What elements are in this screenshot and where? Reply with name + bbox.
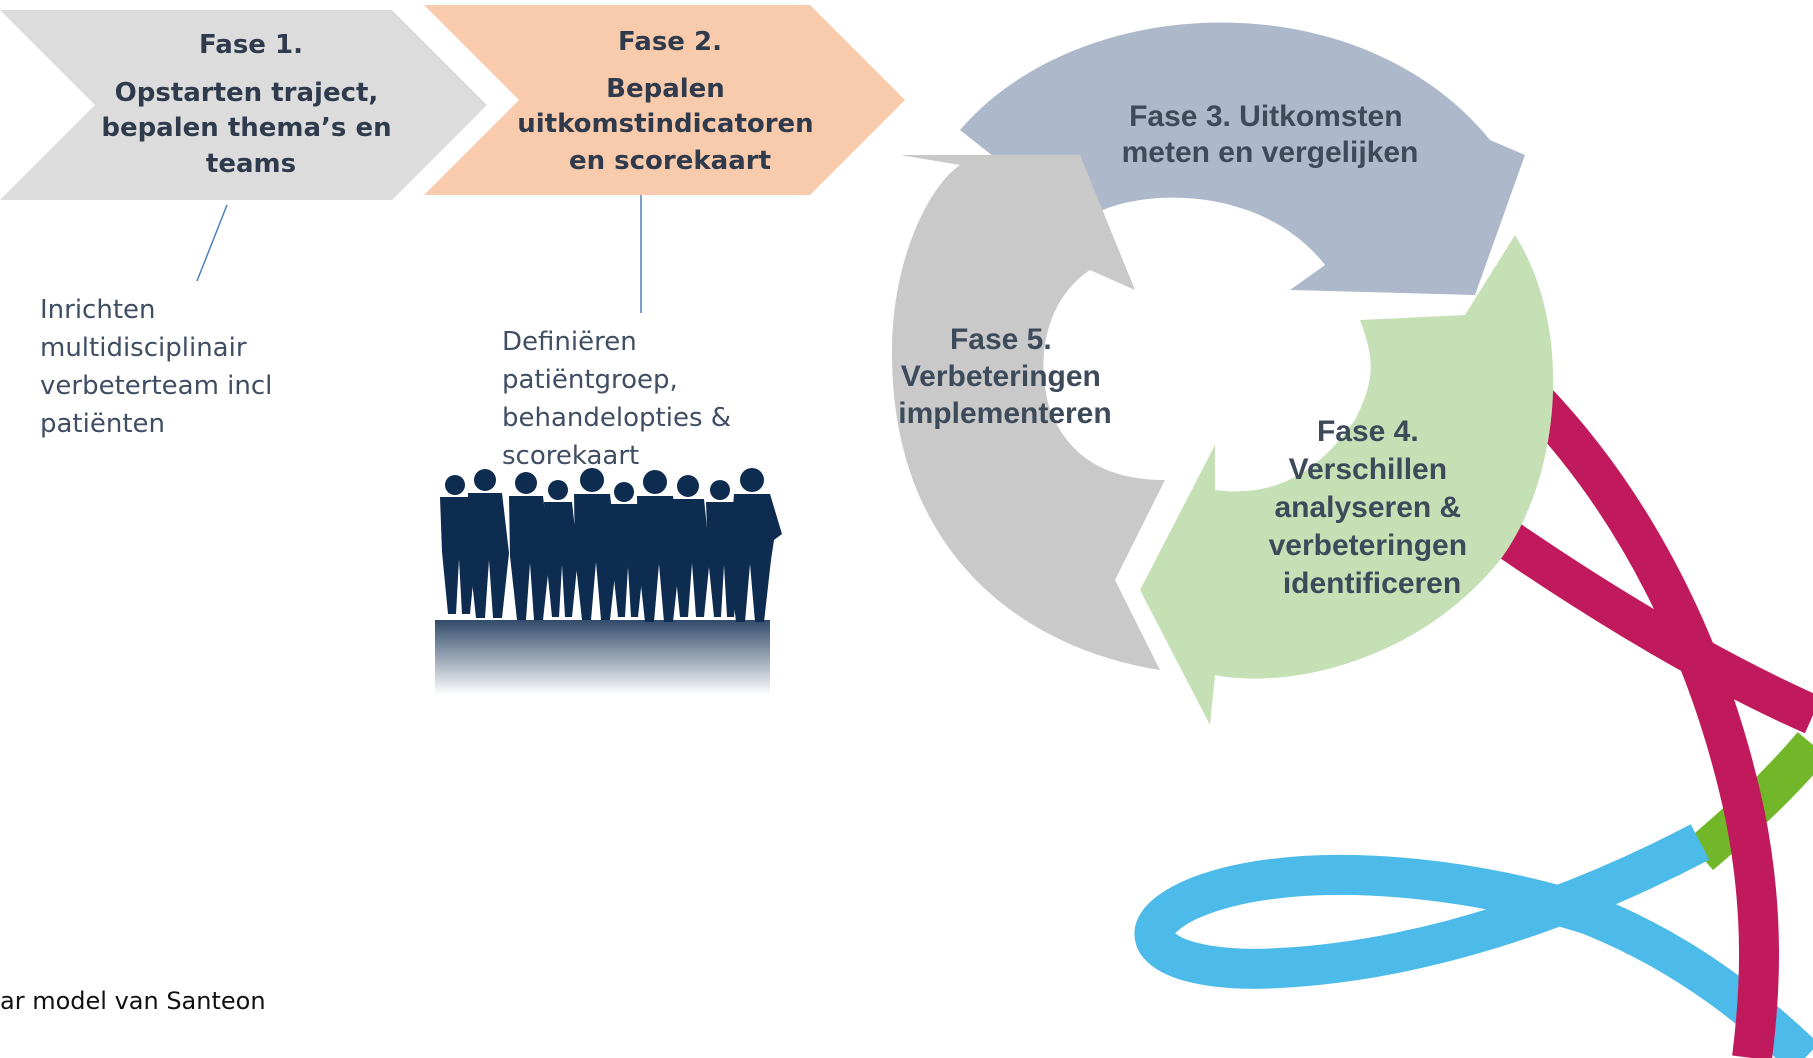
phase-5-line-2: Verbeteringen — [901, 360, 1101, 393]
phase-1-chevron: Fase 1. Opstarten traject, bepalen thema… — [0, 10, 487, 200]
phase-2-chevron: Fase 2. Bepalen uitkomstindicatoren en s… — [424, 5, 905, 195]
phase-5-line-1: Fase 5. — [950, 323, 1052, 356]
phase-2-note-line-4: scorekaart — [502, 441, 639, 471]
source-footer: ar model van Santeon — [0, 987, 266, 1015]
phase-1-line-1: Opstarten traject, — [115, 78, 379, 108]
phase-3-arrow — [960, 22, 1525, 295]
phase-3-line-1: Fase 3. Uitkomsten — [1129, 100, 1402, 133]
phase-1-line-3: teams — [206, 149, 296, 179]
phase-4-line-2: Verschillen — [1289, 453, 1447, 486]
phase-4-label: Fase 4. Verschillen analyseren & verbete… — [1269, 415, 1476, 600]
phase-2-line-1: Bepalen — [606, 74, 725, 104]
phase-2-description: Bepalen uitkomstindicatoren en scorekaar… — [517, 74, 823, 176]
phase-4-line-1: Fase 4. — [1317, 415, 1419, 448]
phase-2-note-line-2: patiëntgroep, — [502, 365, 678, 395]
ribbon-magenta-band — [1468, 503, 1813, 734]
people-silhouette-illustration — [435, 468, 782, 695]
people-silhouettes — [440, 468, 782, 622]
improvement-cycle: Fase 3. Uitkomsten meten en vergelijken … — [891, 22, 1554, 725]
phase-1-description: Opstarten traject, bepalen thema’s en te… — [101, 78, 400, 179]
phase-1-note-line-2: multidisciplinair — [40, 333, 247, 363]
phase-1-shape — [0, 10, 487, 200]
phase-1-title: Fase 1. — [199, 30, 303, 60]
phase-5-label: Fase 5. Verbeteringen implementeren — [898, 323, 1111, 430]
phase-1-line-2: bepalen thema’s en — [101, 113, 391, 143]
phase-2-note-line-1: Definiëren — [502, 327, 637, 357]
phase-1-note-line-4: patiënten — [40, 409, 165, 439]
ribbon-blue — [1134, 824, 1813, 1058]
phase-1-note-line-3: verbeterteam incl — [40, 371, 272, 401]
phase-4-arrow — [1140, 235, 1554, 725]
phase-5-arrow — [891, 155, 1165, 670]
phase-2-note-line-3: behandelopties & — [502, 403, 731, 433]
phase-4-line-4: verbeteringen — [1269, 529, 1467, 562]
phase-5-line-3: implementeren — [898, 397, 1111, 430]
phase-2-note: Definiëren patiëntgroep, behandelopties … — [502, 327, 739, 471]
ribbon-magenta-arc — [1520, 386, 1779, 1058]
decorative-ribbons — [1134, 386, 1813, 1058]
phase-2-shape — [424, 5, 905, 195]
phase-1-note: Inrichten multidisciplinair verbeterteam… — [40, 295, 281, 439]
phase-2-line-3: en scorekaart — [569, 146, 771, 176]
phase-3-line-2: meten en vergelijken — [1122, 136, 1419, 169]
phase-3-label: Fase 3. Uitkomsten meten en vergelijken — [1122, 100, 1419, 169]
phase-1-note-line-1: Inrichten — [40, 295, 156, 325]
phase-4-line-3: analyseren & — [1274, 491, 1461, 524]
phase-4-line-5: identificeren — [1283, 567, 1461, 600]
phase-2-line-2: uitkomstindicatoren — [517, 109, 813, 139]
people-reflection — [435, 620, 770, 695]
phase-2-title: Fase 2. — [618, 27, 722, 57]
phase-1-connector — [196, 204, 228, 282]
